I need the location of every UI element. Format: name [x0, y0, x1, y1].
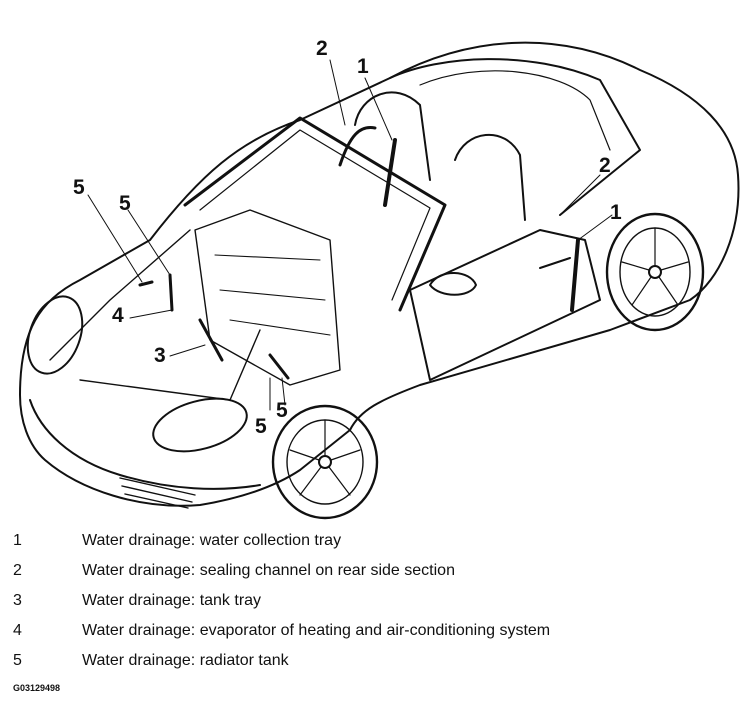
legend-number: 5 [13, 652, 22, 669]
callout-5-left-b: 5 [119, 192, 131, 215]
front-grille [119, 477, 196, 509]
roll-bar-right [454, 133, 526, 221]
legend-text: Water drainage: water collection tray [82, 532, 342, 549]
legend-row: 4 Water drainage: evaporator of heating … [0, 622, 750, 646]
left-headlight [26, 295, 84, 375]
legend-row: 2 Water drainage: sealing channel on rea… [0, 562, 750, 586]
right-headlight [152, 397, 248, 453]
front-bumper [29, 399, 261, 490]
callout-5-left-a: 5 [73, 176, 85, 199]
drain-hose-2 [338, 126, 377, 167]
callout-2-top: 2 [316, 37, 328, 60]
legend-row: 5 Water drainage: radiator tank [0, 652, 750, 676]
legend-text: Water drainage: tank tray [82, 592, 262, 609]
front-wheel [271, 404, 379, 520]
rear-deck [389, 58, 641, 216]
legend-number: 4 [13, 622, 22, 639]
hood-outline [49, 229, 261, 401]
callout-1-right: 1 [610, 201, 622, 224]
legend-row: 3 Water drainage: tank tray [0, 592, 750, 616]
drain-hose-1-front [383, 138, 397, 207]
drain-hose-1-rear [570, 238, 580, 312]
figure-id: G03129498 [13, 683, 61, 693]
drain-hose-4 [168, 273, 174, 312]
hvac-module [194, 209, 341, 386]
drain-hose-5a [138, 280, 154, 287]
callout-4: 4 [112, 304, 124, 327]
drain-hose-5b [268, 353, 290, 380]
windshield-inner [199, 129, 431, 301]
callout-1-top: 1 [357, 55, 369, 78]
legend-text: Water drainage: radiator tank [82, 652, 289, 669]
callout-3: 3 [154, 344, 166, 367]
hvac-details [214, 254, 331, 336]
door-outline [409, 229, 601, 381]
legend-text: Water drainage: evaporator of heating an… [82, 622, 551, 639]
legend-number: 2 [13, 562, 22, 579]
callout-2-right: 2 [599, 154, 611, 177]
legend-number: 3 [13, 592, 22, 609]
car-body-outline [19, 41, 740, 507]
callout-5-bottom-b: 5 [255, 415, 267, 438]
car-line-drawing [19, 41, 740, 520]
rear-wheel [605, 212, 705, 332]
drain-hose-3 [198, 318, 224, 362]
leader-lines [87, 59, 613, 411]
legend-row: 1 Water drainage: water collection tray [0, 532, 750, 556]
windshield-frame [183, 116, 447, 312]
legend-number: 1 [13, 532, 22, 549]
legend-text: Water drainage: sealing channel on rear … [82, 562, 455, 579]
callout-5-bottom-a: 5 [276, 399, 288, 422]
side-mirror [429, 272, 477, 296]
door-handle [539, 257, 571, 269]
rear-deck-inner [419, 70, 611, 151]
roll-bar-left [354, 91, 431, 181]
